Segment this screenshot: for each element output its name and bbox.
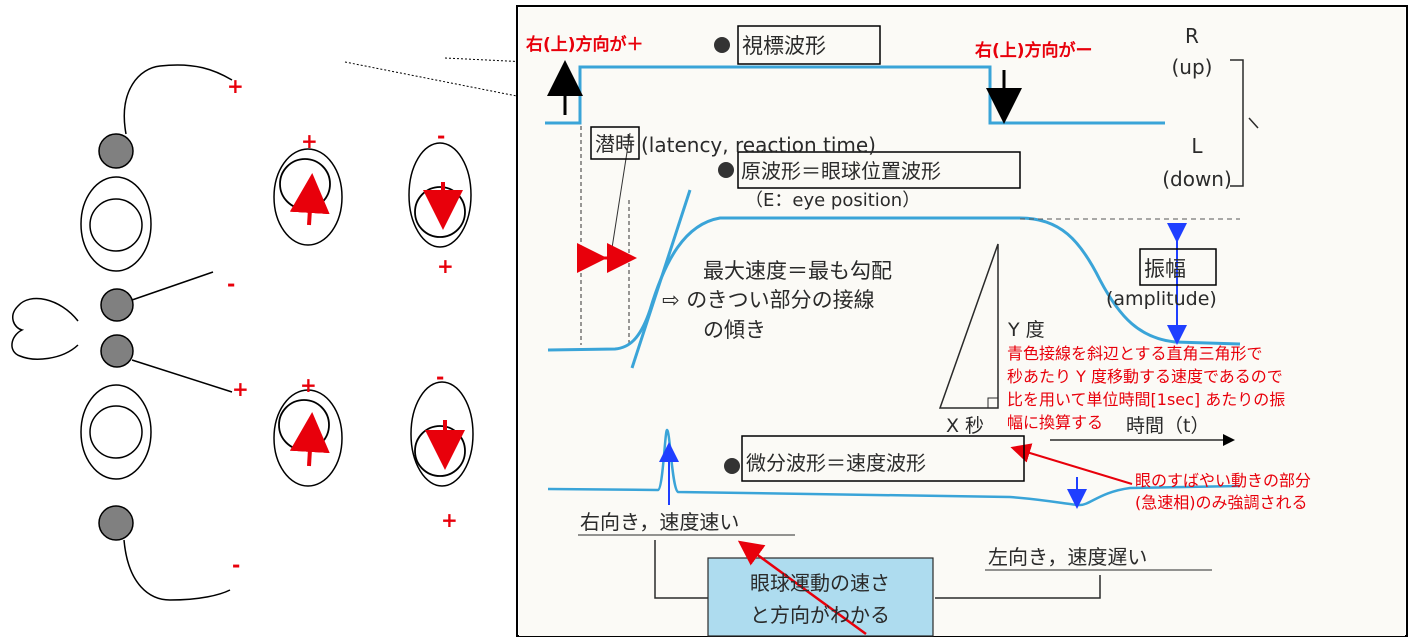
amplitude-label: 振幅 bbox=[1144, 257, 1186, 281]
eye-position-trace bbox=[547, 216, 1241, 352]
eye-speed-callout bbox=[707, 557, 934, 637]
electrode-bottom bbox=[98, 505, 134, 541]
latency-text: (latency, reaction time) bbox=[641, 133, 876, 157]
bullet-velocity bbox=[724, 458, 740, 474]
wire-side-upper bbox=[131, 271, 214, 301]
raw-waveform-box bbox=[737, 151, 1021, 189]
eye-up-state-1 bbox=[273, 148, 343, 246]
sign-bottom-wire: - bbox=[232, 553, 240, 577]
sign-state1-up: + bbox=[301, 129, 318, 153]
pupil-down-state-2 bbox=[414, 425, 466, 477]
fast-phase-line-2: (急速相)のみ強調される bbox=[1135, 493, 1308, 512]
latency-box bbox=[590, 126, 640, 160]
latency-pointer bbox=[611, 132, 631, 249]
electrode-side-upper bbox=[100, 288, 134, 322]
pupil-up-state-1 bbox=[279, 158, 331, 210]
note-line-2: 秒あたり Y 度移動する速度であるので bbox=[1007, 367, 1283, 386]
fast-phase-line-1: 眼のすばやい動きの部分 bbox=[1135, 471, 1311, 490]
amplitude-box bbox=[1139, 248, 1217, 286]
label-right-up-plus: 右(上)方向が＋ bbox=[526, 34, 644, 55]
pupil-top bbox=[89, 198, 143, 252]
wire-top bbox=[123, 64, 233, 135]
callout-bracket-right bbox=[935, 575, 1101, 599]
tangent-line bbox=[630, 189, 692, 369]
sign-state1-down-top: - bbox=[437, 124, 445, 148]
waveform-figure: 右(上)方向が＋ 右(上)方向がー 視標波形 潜時 (latency, reac… bbox=[516, 5, 1408, 637]
wire-bottom bbox=[123, 539, 231, 601]
sign-side-upper: - bbox=[227, 272, 235, 296]
up-label: (up) bbox=[1172, 55, 1213, 79]
sign-state2-down-bottom: + bbox=[441, 508, 458, 532]
eye-position-label: （E：eye position） bbox=[745, 190, 920, 211]
pupil-down-state-1 bbox=[414, 186, 466, 238]
arrow-up-state-1 bbox=[289, 173, 330, 226]
electrode-top bbox=[98, 133, 134, 169]
rl-bracket bbox=[1230, 59, 1244, 187]
right-fast-label: 右向き，速度速い bbox=[580, 510, 739, 534]
target-waveform-label: 視標波形 bbox=[742, 34, 826, 58]
raw-waveform-label: 原波形＝眼球位置波形 bbox=[741, 159, 941, 183]
velocity-waveform-box bbox=[741, 435, 1025, 482]
velocity-waveform-label: 微分波形＝速度波形 bbox=[746, 451, 926, 475]
x-seconds: X 秒 bbox=[946, 415, 984, 437]
max-speed-line-1: 最大速度＝最も勾配 bbox=[703, 259, 892, 283]
sign-side-lower: + bbox=[232, 377, 249, 401]
red-pointer-bottom bbox=[737, 540, 867, 636]
eye-down-state-1 bbox=[408, 142, 472, 248]
sign-state2-up: + bbox=[300, 373, 317, 397]
arrow-up-state-2 bbox=[289, 412, 330, 467]
eye-top bbox=[80, 176, 152, 272]
target-waveform-box bbox=[737, 25, 881, 65]
eye-down-state-2 bbox=[410, 381, 474, 487]
r-label: R bbox=[1185, 24, 1199, 48]
label-right-up-minus: 右(上)方向がー bbox=[975, 40, 1093, 61]
electrode-side-lower bbox=[100, 334, 134, 368]
dotted-connector-1 bbox=[344, 61, 554, 106]
eye-speed-line-2: と方向がわかる bbox=[750, 603, 890, 627]
note-line-3: 比を用いて単位時間[1sec] あたりの振 bbox=[1007, 390, 1285, 409]
max-speed-line-3: の傾き bbox=[703, 318, 766, 342]
eye-speed-line-1: 眼球運動の速さ bbox=[750, 571, 890, 595]
sign-state2-down-top: - bbox=[436, 365, 444, 389]
pupil-bottom bbox=[89, 405, 143, 459]
bullet-raw bbox=[718, 162, 734, 178]
red-pointer-velocity bbox=[1010, 443, 1133, 485]
sign-top-wire: + bbox=[227, 74, 244, 98]
sign-state1-down-bottom: + bbox=[437, 254, 454, 278]
time-axis-label: 時間（t） bbox=[1126, 415, 1209, 437]
l-label: L bbox=[1191, 134, 1203, 158]
left-electrode-panel: + + - + - + + - + - bbox=[11, 64, 474, 601]
y-degree: Y 度 bbox=[1007, 319, 1045, 341]
eye-up-state-2 bbox=[273, 389, 343, 487]
bracket-tick-right bbox=[1248, 117, 1259, 129]
bullet-target bbox=[714, 37, 730, 53]
latency-label: 潜時 bbox=[595, 132, 635, 156]
note-line-4: 幅に換算する bbox=[1007, 413, 1103, 432]
left-slow-label: 左向き，速度遅い bbox=[988, 545, 1147, 569]
max-speed-line-2: ⇨ のきつい部分の接線 bbox=[662, 288, 875, 312]
pupil-up-state-2 bbox=[278, 399, 330, 451]
speed-triangle bbox=[938, 243, 999, 409]
eye-bottom bbox=[80, 384, 152, 480]
down-label: (down) bbox=[1162, 167, 1232, 191]
callout-bracket bbox=[654, 540, 708, 599]
amplitude-en: (amplitude) bbox=[1106, 288, 1217, 310]
note-line-1: 青色接線を斜辺とする直角三角形で bbox=[1007, 344, 1263, 363]
ear-shape bbox=[11, 297, 79, 360]
wire-side-lower bbox=[131, 359, 233, 393]
